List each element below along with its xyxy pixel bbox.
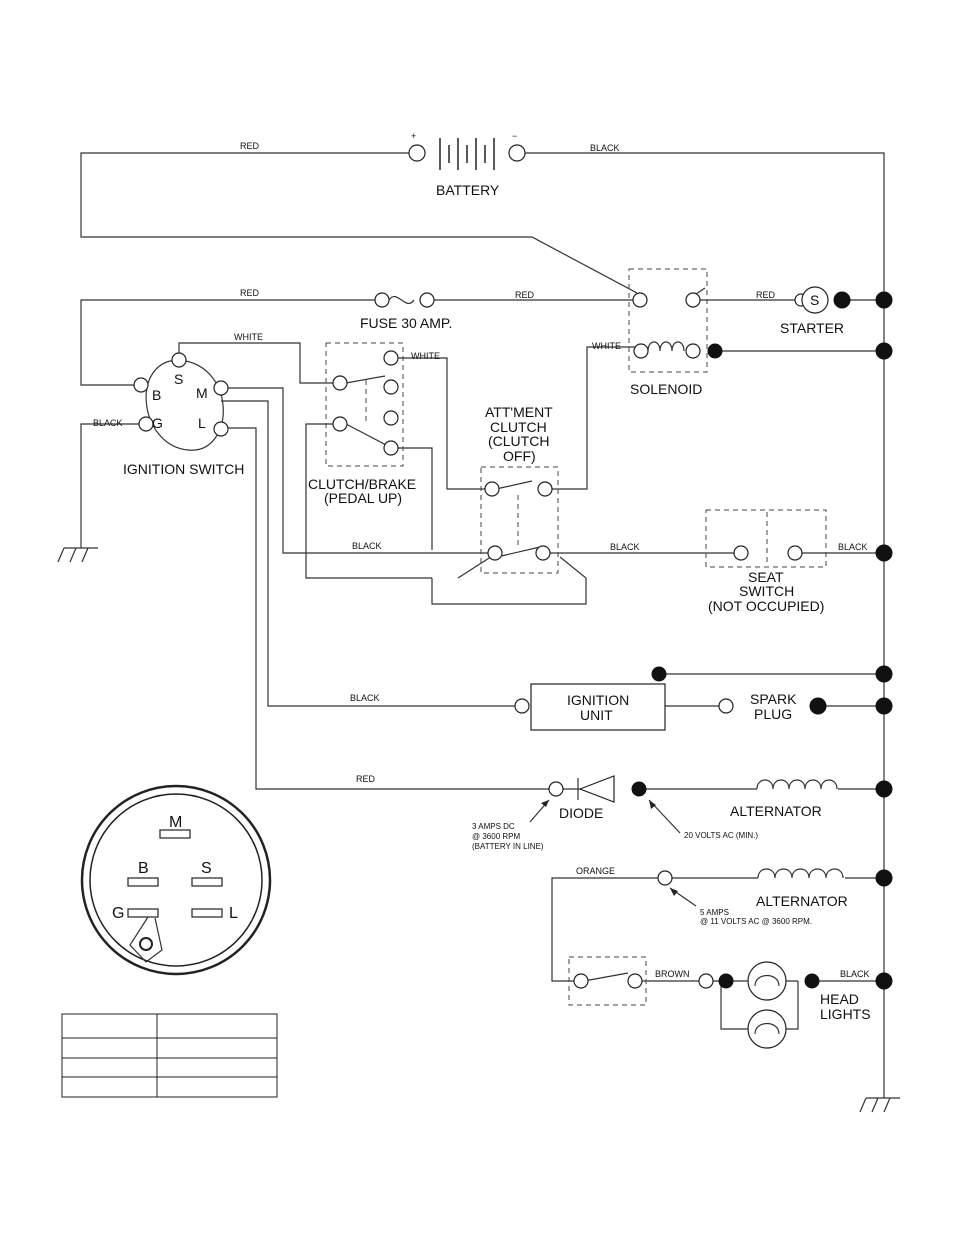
alternator-2-label: ALTERNATOR xyxy=(756,893,848,909)
spark-plug: SPARK PLUG xyxy=(718,691,827,722)
battery-plus-sign: + xyxy=(411,131,416,141)
face-label-l: L xyxy=(229,905,238,922)
diode: DIODE 3 AMPS DC @ 3600 RPM (BATTERY IN L… xyxy=(472,775,758,851)
battery-negative-terminal xyxy=(508,144,526,162)
diode-note-1: 3 AMPS DC xyxy=(472,822,515,831)
wire-label-black: BLACK xyxy=(93,418,123,428)
solenoid-label: SOLENOID xyxy=(630,381,702,397)
spark-plug-label-1: SPARK xyxy=(750,691,797,707)
face-terminal-s xyxy=(191,877,223,887)
diode-note-3: (BATTERY IN LINE) xyxy=(472,842,544,851)
wire-label-red: RED xyxy=(756,290,776,300)
ignition-unit: IGNITION UNIT xyxy=(514,666,667,731)
alternator-2-note-1: 5 AMPS xyxy=(700,908,729,917)
ignition-unit-label-2: UNIT xyxy=(580,707,613,723)
battery-positive-terminal xyxy=(408,144,426,162)
wire-label-white: WHITE xyxy=(234,332,263,342)
wire-label-red: RED xyxy=(240,288,260,298)
wire-label-red: RED xyxy=(356,774,376,784)
wire-label-black: BLACK xyxy=(350,693,380,703)
fuse: FUSE 30 AMP. xyxy=(360,292,452,331)
alternator-2-note-2: @ 11 VOLTS AC @ 3600 RPM. xyxy=(700,917,812,926)
face-label-m: M xyxy=(169,814,182,831)
attment-clutch-label-3: (CLUTCH xyxy=(488,433,549,449)
switch-terminal-b: B xyxy=(152,387,161,403)
wire-network xyxy=(80,152,885,1098)
ignition-switch-label: IGNITION SWITCH xyxy=(123,461,244,477)
attment-clutch-label-4: OFF) xyxy=(503,448,536,464)
diode-note-2: @ 3600 RPM xyxy=(472,832,520,841)
ignition-switch-face: M B S G L xyxy=(80,784,272,976)
wire-label-white: WHITE xyxy=(411,351,440,361)
ground-symbol xyxy=(57,547,98,563)
clutch-brake-switch: CLUTCH/BRAKE (PEDAL UP) xyxy=(308,342,416,506)
battery-minus-sign: − xyxy=(512,131,517,141)
seat-switch-label-3: (NOT OCCUPIED) xyxy=(708,598,824,614)
seat-switch-label-2: SWITCH xyxy=(739,583,794,599)
switch-terminal-s: S xyxy=(174,371,183,387)
fuse-label: FUSE 30 AMP. xyxy=(360,315,452,331)
clutch-brake-label-1: CLUTCH/BRAKE xyxy=(308,476,416,492)
head-lights-label-1: HEAD xyxy=(820,991,859,1007)
seat-switch-label-1: SEAT xyxy=(748,569,784,585)
head-lights: HEAD LIGHTS xyxy=(698,961,871,1049)
switch-terminal-m: M xyxy=(196,385,208,401)
head-lights-label-2: LIGHTS xyxy=(820,1006,871,1022)
starter-s-label: S xyxy=(810,292,819,308)
ground-bus-junctions xyxy=(875,291,893,990)
starter: S STARTER xyxy=(780,286,851,336)
alternator-headlights: ALTERNATOR 5 AMPS @ 11 VOLTS AC @ 3600 R… xyxy=(657,868,848,926)
attachment-clutch-switch: ATT'MENT CLUTCH (CLUTCH OFF) xyxy=(480,404,559,574)
ignition-switch: S B M G L IGNITION SWITCH xyxy=(123,352,244,477)
wire-label-red: RED xyxy=(240,141,260,151)
wire-label-black: BLACK xyxy=(352,541,382,551)
switch-terminal-g: G xyxy=(152,415,163,431)
diode-label: DIODE xyxy=(559,805,603,821)
clutch-brake-label-2: (PEDAL UP) xyxy=(324,490,402,506)
wire-label-white: WHITE xyxy=(592,341,621,351)
alternator-volts-note: 20 VOLTS AC (MIN.) xyxy=(684,831,758,840)
face-label-g: G xyxy=(112,905,124,922)
battery-label: BATTERY xyxy=(436,182,500,198)
wire-label-brown: BROWN xyxy=(655,969,690,979)
face-terminal-l xyxy=(191,908,223,918)
alternator-label: ALTERNATOR xyxy=(730,803,822,819)
solenoid: SOLENOID xyxy=(628,268,723,397)
battery-cells xyxy=(439,138,495,170)
headlight-switch xyxy=(568,956,647,1006)
attment-clutch-label-2: CLUTCH xyxy=(490,419,547,435)
spark-plug-label-2: PLUG xyxy=(754,706,792,722)
wire-label-black: BLACK xyxy=(610,542,640,552)
face-label-s: S xyxy=(201,860,212,877)
face-terminal-g xyxy=(127,908,159,918)
wire-label-orange: ORANGE xyxy=(576,866,615,876)
attment-clutch-label-1: ATT'MENT xyxy=(485,404,553,420)
ignition-unit-label-1: IGNITION xyxy=(567,692,629,708)
face-terminal-m xyxy=(159,829,191,839)
wire-label-black: BLACK xyxy=(590,143,620,153)
starter-label: STARTER xyxy=(780,320,844,336)
seat-switch: SEAT SWITCH (NOT OCCUPIED) xyxy=(705,509,827,614)
battery: + − BATTERY xyxy=(408,131,526,198)
empty-table xyxy=(61,1013,278,1098)
ground-symbol xyxy=(859,1097,900,1113)
wire-label-black: BLACK xyxy=(840,969,870,979)
face-terminal-b xyxy=(127,877,159,887)
alternator-ac: ALTERNATOR xyxy=(730,779,838,819)
wire-label-black: BLACK xyxy=(838,542,868,552)
face-label-b: B xyxy=(138,860,149,877)
wire-label-red: RED xyxy=(515,290,535,300)
switch-terminal-l: L xyxy=(198,415,206,431)
